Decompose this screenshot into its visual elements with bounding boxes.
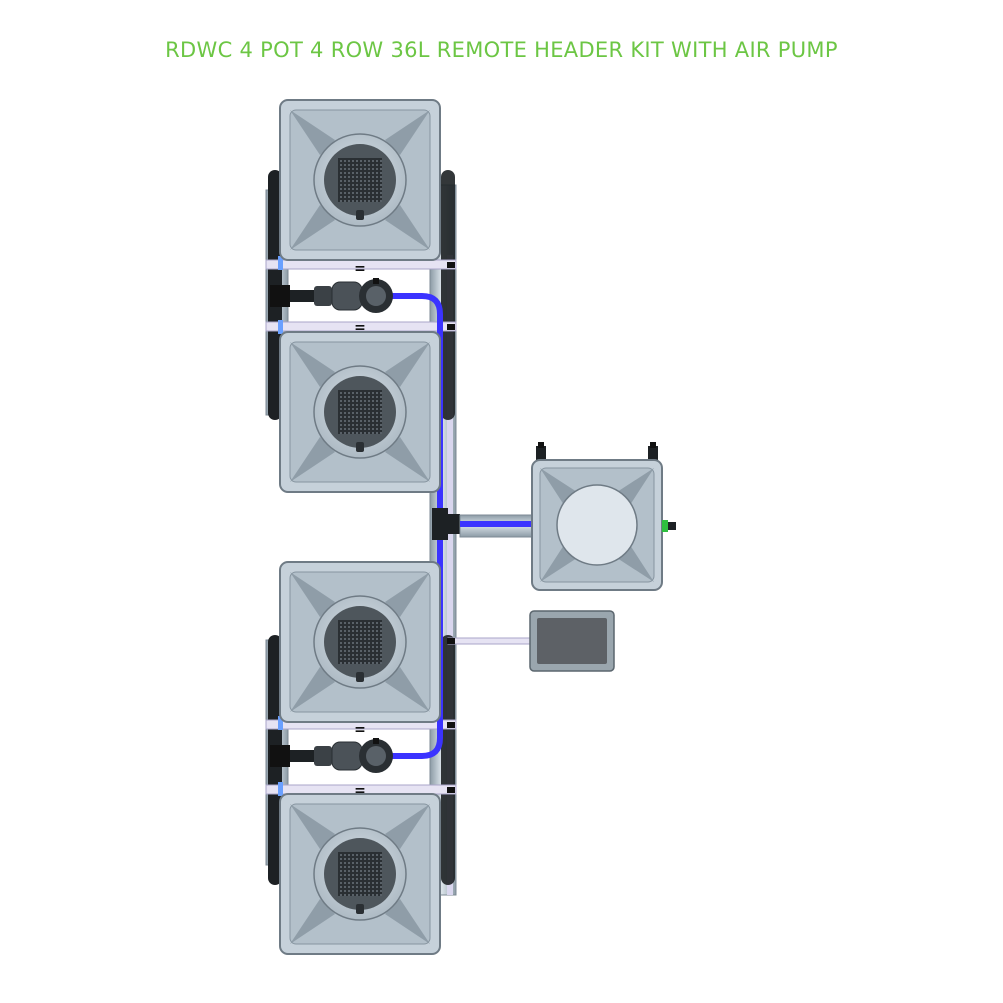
pot-1-mark: =	[354, 261, 366, 277]
header-tank	[532, 442, 676, 590]
left-return-pipes	[266, 170, 288, 885]
pot-3-mark: =	[354, 722, 366, 738]
air-line	[448, 638, 532, 644]
header-cap-bottom	[441, 635, 455, 885]
pot-2-mark: =	[354, 320, 366, 336]
pot-2	[280, 332, 440, 492]
t-junction	[432, 508, 532, 540]
header-cap-top	[441, 170, 455, 420]
pot-4	[280, 794, 440, 954]
pot-1	[280, 100, 440, 260]
air-pump	[530, 611, 614, 671]
pot-3	[280, 562, 440, 722]
pot-4-mark: =	[354, 783, 366, 799]
